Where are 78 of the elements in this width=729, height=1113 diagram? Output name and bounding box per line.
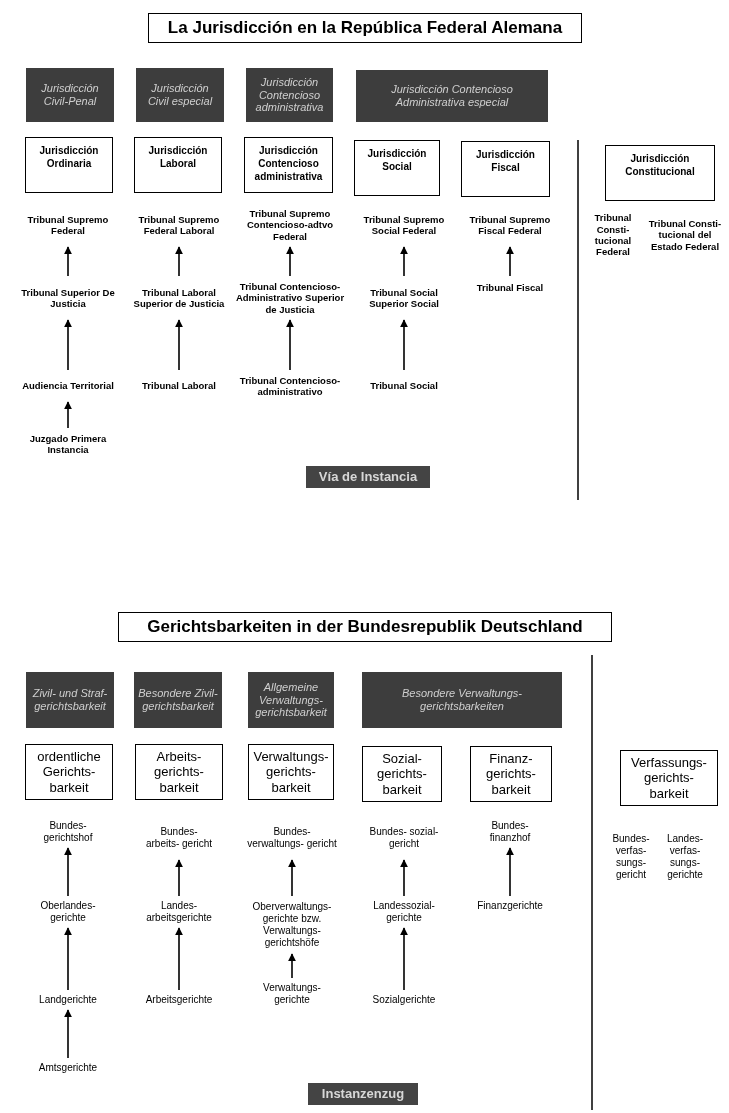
jurisdiction-box: ordentliche Gerichts- barkeit xyxy=(25,744,113,800)
court-label: Tribunal Fiscal xyxy=(460,278,560,298)
category-banner: Zivil- und Straf- gerichtsbarkeit xyxy=(26,672,114,728)
jurisdiction-box: Verwaltungs- gerichts- barkeit xyxy=(248,744,334,800)
court-label: Tribunal Laboral Superior de Justicia xyxy=(128,278,230,318)
arrow xyxy=(175,319,183,371)
court-label: Arbeitsgerichte xyxy=(128,992,230,1008)
category-banner: Jurisdicción Contencioso Administrativa especial xyxy=(356,70,548,122)
court-label: Audiencia Territorial xyxy=(18,372,118,400)
arrow xyxy=(175,927,183,991)
jurisdiction-box: Jurisdicción Social xyxy=(354,140,440,196)
jurisdiction-box: Finanz- gerichts- barkeit xyxy=(470,746,552,802)
jurisdiction-box: Jurisdicción Contencioso administrativa xyxy=(244,137,333,193)
category-banner: Besondere Zivil- gerichtsbarkeit xyxy=(134,672,222,728)
court-label: Bundes- verwaltungs- gericht xyxy=(244,818,340,858)
court-label: Tribunal Superior De Justicia xyxy=(18,278,118,318)
arrow xyxy=(400,246,408,277)
court-label: Tribunal Consti- tucional Federal xyxy=(586,208,640,262)
arrow xyxy=(64,927,72,991)
category-banner: Jurisdicción Civil especial xyxy=(136,68,224,122)
jurisdiction-box: Sozial- gerichts- barkeit xyxy=(362,746,442,802)
court-label: Oberverwaltungs- gerichte bzw. Verwaltungs- gerichtshöfe xyxy=(244,898,340,952)
jurisdiction-box: Jurisdicción Constitucional xyxy=(605,145,715,201)
court-label: Landes- arbeitsgerichte xyxy=(128,898,230,926)
arrow xyxy=(286,319,294,371)
court-label: Bundes- finanzhof xyxy=(475,818,545,846)
court-label: Tribunal Supremo Social Federal xyxy=(354,205,454,245)
instance-tag: Instanzenzug xyxy=(308,1083,418,1105)
court-label: Landessozial- gerichte xyxy=(369,898,439,926)
arrow xyxy=(400,859,408,897)
category-banner: Allgemeine Verwaltungs- gerichtsbarkeit xyxy=(248,672,334,728)
arrow xyxy=(400,927,408,991)
court-label: Tribunal Laboral xyxy=(128,372,230,400)
court-label: Amtsgerichte xyxy=(18,1060,118,1076)
jurisdiction-box: Jurisdicción Laboral xyxy=(134,137,222,193)
court-label: Verwaltungs- gerichte xyxy=(244,980,340,1008)
court-label: Bundes- sozial- gericht xyxy=(369,818,439,858)
court-label: Tribunal Supremo Federal xyxy=(18,205,118,245)
arrow xyxy=(506,847,514,897)
court-label: Sozialgerichte xyxy=(354,992,454,1008)
court-label: Tribunal Supremo Fiscal Federal xyxy=(460,205,560,245)
court-label: Landes- verfas- sungs- gerichte xyxy=(660,830,710,884)
jurisdiction-box: Jurisdicción Ordinaria xyxy=(25,137,113,193)
arrow xyxy=(400,319,408,371)
arrow xyxy=(506,246,514,277)
arrow xyxy=(288,859,296,897)
court-label: Tribunal Supremo Federal Laboral xyxy=(128,205,230,245)
court-label: Tribunal Social Superior Social xyxy=(354,278,454,318)
arrow xyxy=(64,401,72,429)
court-label: Oberlandes- gerichte xyxy=(33,898,103,926)
arrow xyxy=(175,859,183,897)
arrow xyxy=(64,319,72,371)
instance-tag: Vía de Instancia xyxy=(306,466,430,488)
category-banner: Besondere Verwaltungs- gerichtsbarkeiten xyxy=(362,672,562,728)
category-banner: Jurisdicción Civil-Penal xyxy=(26,68,114,122)
arrow xyxy=(64,847,72,897)
court-label: Bundes- verfas- sungs- gericht xyxy=(608,830,654,884)
arrow xyxy=(64,246,72,277)
title-box: La Jurisdicción en la República Federal Alemana xyxy=(148,13,582,43)
jurisdiction-box: Jurisdicción Fiscal xyxy=(461,141,550,197)
court-label: Landgerichte xyxy=(18,992,118,1008)
jurisdiction-box: Verfassungs- gerichts- barkeit xyxy=(620,750,718,806)
court-label: Tribunal Consti- tucional del Estado Federal xyxy=(644,208,726,262)
court-label: Bundes- arbeits- gericht xyxy=(143,818,215,858)
jurisdiction-box: Arbeits- gerichts- barkeit xyxy=(135,744,223,800)
court-label: Tribunal Supremo Contencioso-adtvo Federal xyxy=(231,205,349,245)
arrow xyxy=(288,953,296,979)
court-label: Tribunal Contencioso-administrativo xyxy=(231,372,349,400)
court-label: Tribunal Contencioso-Administrativo Superior de Justicia xyxy=(231,278,349,318)
title-box: Gerichtsbarkeiten in der Bundesrepublik Deutschland xyxy=(118,612,612,642)
court-label: Finanzgerichte xyxy=(460,898,560,914)
arrow xyxy=(64,1009,72,1059)
arrow xyxy=(286,246,294,277)
arrow xyxy=(175,246,183,277)
court-label: Juzgado Primera Instancia xyxy=(18,430,118,458)
court-label: Tribunal Social xyxy=(354,372,454,400)
category-banner: Jurisdicción Contencioso administrativa xyxy=(246,68,333,122)
court-label: Bundes- gerichtshof xyxy=(33,818,103,846)
